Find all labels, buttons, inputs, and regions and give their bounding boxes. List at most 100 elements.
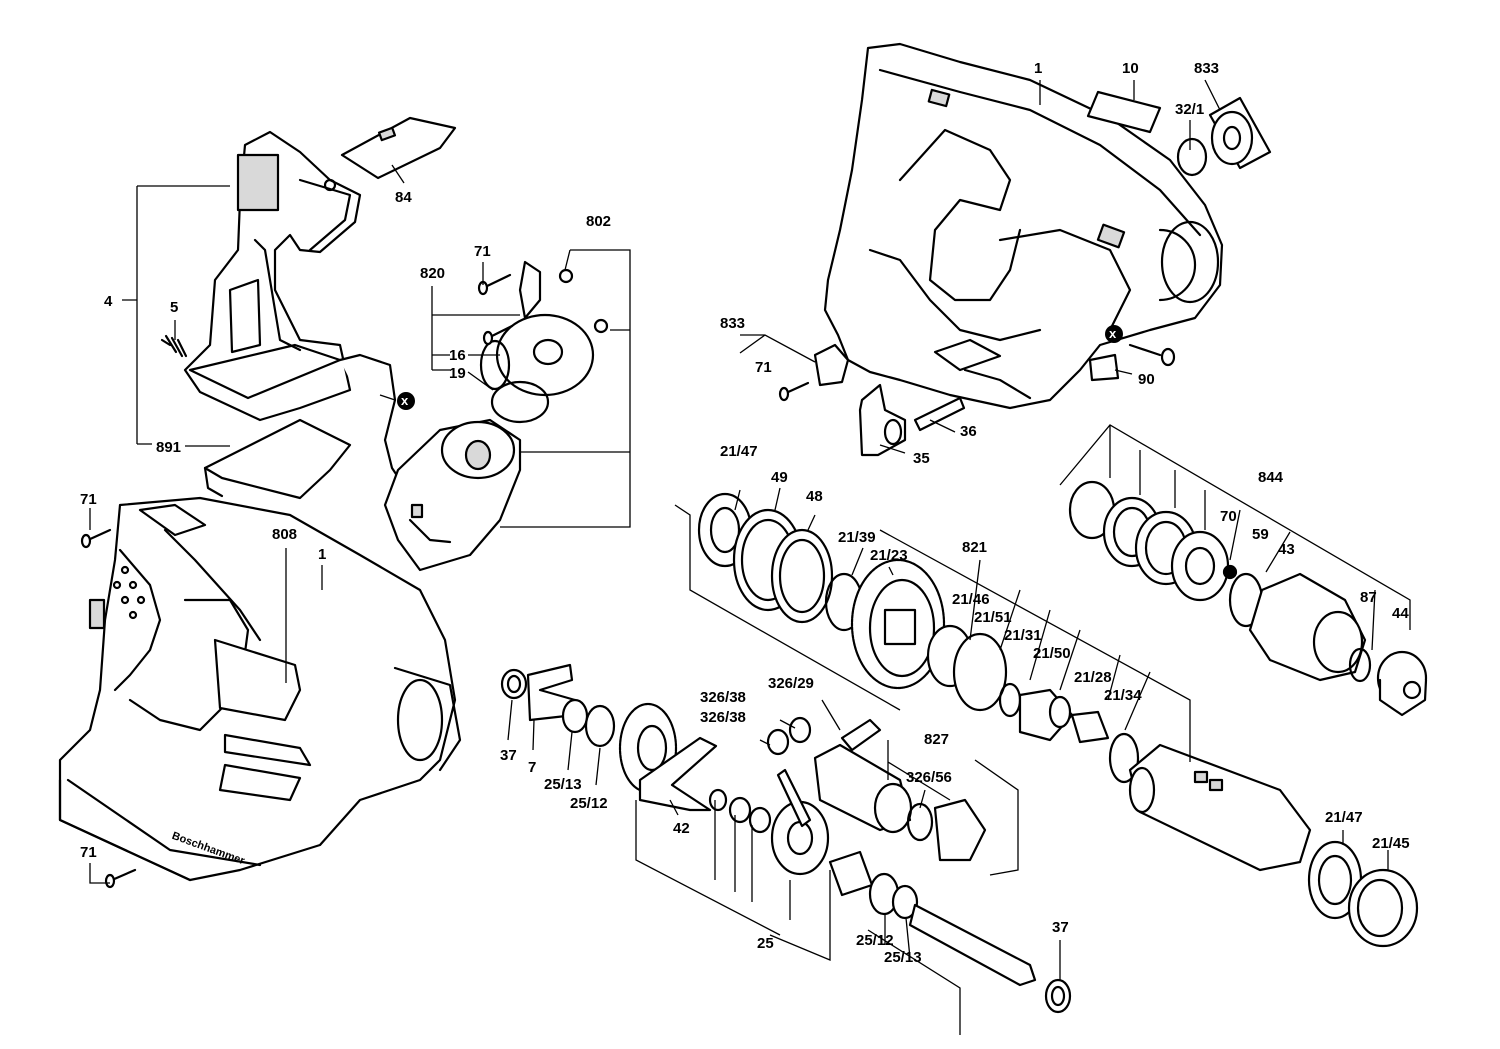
screw-near-90 xyxy=(1128,343,1176,367)
callout-833-mid: 833 xyxy=(720,315,746,332)
ball-70 xyxy=(1222,564,1238,580)
washer-326-38-a xyxy=(766,728,790,756)
callout-71-motor: 71 xyxy=(474,243,491,260)
callout-37-b: 37 xyxy=(1052,919,1069,936)
callout-21-23: 21/23 xyxy=(870,547,908,564)
callout-808: 808 xyxy=(272,526,298,543)
callout-21-28: 21/28 xyxy=(1074,669,1112,686)
callout-37-a: 37 xyxy=(500,747,517,764)
callout-820: 820 xyxy=(420,265,446,282)
callout-84: 84 xyxy=(395,189,412,206)
callout-42: 42 xyxy=(673,820,690,837)
washer-25-13-b xyxy=(891,884,919,920)
motor-flange-820 xyxy=(479,260,595,424)
callout-44: 44 xyxy=(1392,605,1409,622)
callout-25-13-b: 25/13 xyxy=(884,949,922,966)
callout-5: 5 xyxy=(170,299,179,316)
housing-half-right xyxy=(823,42,1224,410)
oring-21-34 xyxy=(1108,732,1140,784)
callout-326-38-b: 326/38 xyxy=(700,709,746,726)
oring-326-56 xyxy=(906,802,934,842)
chuck-sleeve-43 xyxy=(1248,572,1367,682)
small-rings-25 xyxy=(708,788,772,834)
callout-10: 10 xyxy=(1122,60,1139,77)
pin-36 xyxy=(913,396,966,432)
callout-25-12-a: 25/12 xyxy=(570,795,608,812)
bearing-25-12-a xyxy=(584,704,616,748)
sleeve-21-50 xyxy=(1018,688,1074,742)
callout-71-left-top: 71 xyxy=(80,491,97,508)
callout-833-top: 833 xyxy=(1194,60,1220,77)
hammer-tube xyxy=(1128,743,1312,872)
callout-1-top: 1 xyxy=(1034,60,1043,77)
needle-sleeve xyxy=(828,850,874,897)
callout-19: 19 xyxy=(449,365,466,382)
switch-assembly-4 xyxy=(183,130,402,482)
needle-bearing-37-a xyxy=(500,668,528,700)
x-marker-housing xyxy=(1105,325,1123,343)
callout-25: 25 xyxy=(757,935,774,952)
callout-35: 35 xyxy=(913,450,930,467)
spring-clip-7 xyxy=(526,663,577,722)
callout-90: 90 xyxy=(1138,371,1155,388)
sleeve-21-28 xyxy=(1070,710,1110,744)
lever-35 xyxy=(858,383,907,457)
needle-bearing-37-b xyxy=(1044,978,1072,1014)
callout-326-38-a: 326/38 xyxy=(700,689,746,706)
x-marker-switch xyxy=(397,392,415,410)
callout-16: 16 xyxy=(449,347,466,364)
striker-827 xyxy=(933,798,987,862)
tool-housing-left xyxy=(58,496,462,882)
callout-48: 48 xyxy=(806,488,823,505)
screw-71-bottom-left xyxy=(104,868,137,889)
callout-21-39: 21/39 xyxy=(838,529,876,546)
callout-59: 59 xyxy=(1252,526,1269,543)
screw-71-top-left xyxy=(80,528,112,549)
piston-826 xyxy=(813,743,913,834)
callout-326-29: 326/29 xyxy=(768,675,814,692)
callout-21-47-a: 21/47 xyxy=(720,443,758,460)
callout-36: 36 xyxy=(960,423,977,440)
base-plate-891 xyxy=(203,418,352,500)
leader-lines xyxy=(89,79,1411,1035)
washer-48 xyxy=(770,528,834,624)
callout-21-46: 21/46 xyxy=(952,591,990,608)
callout-25-13-a: 25/13 xyxy=(544,776,582,793)
callout-21-45: 21/45 xyxy=(1372,835,1410,852)
callout-43: 43 xyxy=(1278,541,1295,558)
callout-71-mid: 71 xyxy=(755,359,772,376)
motor-802 xyxy=(383,418,522,572)
callout-21-34: 21/34 xyxy=(1104,687,1142,704)
pin-326-29 xyxy=(840,718,882,752)
ring-87 xyxy=(1348,647,1372,683)
gear-21-23 xyxy=(850,558,946,690)
washer-326-38-b xyxy=(788,716,812,744)
x-marker-switch-letter: x xyxy=(401,393,409,408)
screws-71-motor xyxy=(477,268,609,346)
wobble-bearing xyxy=(770,768,830,876)
callout-891: 891 xyxy=(156,439,182,456)
callout-4: 4 xyxy=(104,293,113,310)
callout-326-56: 326/56 xyxy=(906,769,952,786)
part-90 xyxy=(1088,353,1120,382)
callout-21-51: 21/51 xyxy=(974,609,1012,626)
callout-827: 827 xyxy=(924,731,950,748)
dust-cap-44 xyxy=(1376,650,1428,717)
seal-21-45 xyxy=(1347,868,1419,948)
callout-87: 87 xyxy=(1360,589,1377,606)
callout-821: 821 xyxy=(962,539,988,556)
callout-71-left-bottom: 71 xyxy=(80,844,97,861)
x-marker-housing-letter: x xyxy=(1109,326,1117,341)
callout-25-12-b: 25/12 xyxy=(856,932,894,949)
callout-844: 844 xyxy=(1258,469,1284,486)
end-cap-833 xyxy=(1176,96,1272,177)
callout-802: 802 xyxy=(586,213,612,230)
callout-21-31: 21/31 xyxy=(1004,627,1042,644)
washer-21-51 xyxy=(952,632,1008,712)
oring-21-31 xyxy=(998,682,1022,718)
intermediate-shaft xyxy=(908,903,1037,987)
spring-plate-42 xyxy=(638,736,718,812)
spring-5 xyxy=(160,334,188,358)
callout-49: 49 xyxy=(771,469,788,486)
